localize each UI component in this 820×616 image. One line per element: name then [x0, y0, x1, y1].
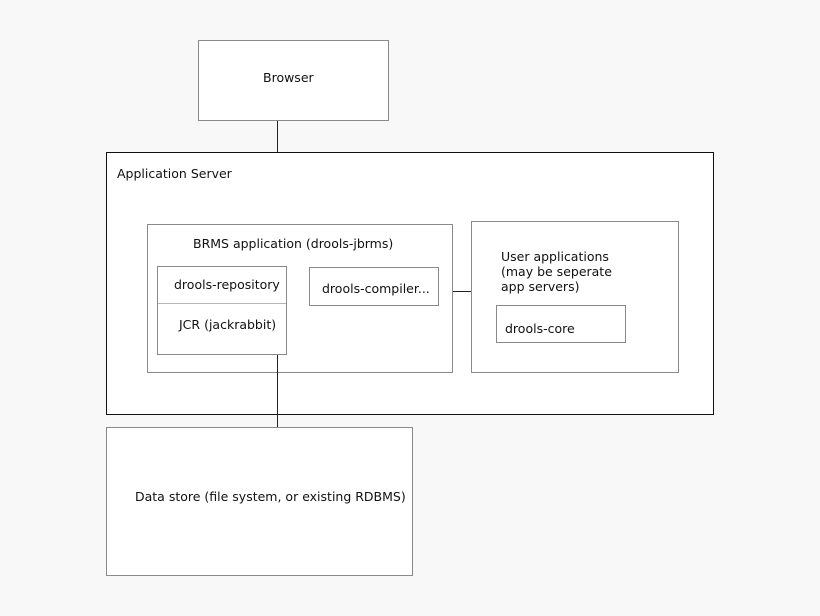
browser-box [198, 40, 389, 121]
repository-jcr-divider [158, 303, 286, 304]
brms-application-label: BRMS application (drools-jbrms) [193, 236, 394, 251]
connector-jcr-datastore [277, 355, 278, 428]
data-store-box [106, 427, 413, 576]
drools-core-label: drools-core [505, 321, 575, 336]
browser-label: Browser [263, 70, 314, 85]
data-store-label: Data store (file system, or existing RDB… [135, 489, 406, 504]
drools-repository-box [157, 266, 287, 355]
connector-browser-appserver [277, 121, 278, 152]
drools-compiler-label: drools-compiler... [322, 281, 430, 296]
user-applications-label-line1: User applications [501, 249, 609, 264]
user-applications-label-line3: app servers) [501, 279, 580, 294]
drools-compiler-box [309, 267, 439, 306]
jcr-label: JCR (jackrabbit) [179, 317, 277, 332]
user-applications-label-line2: (may be seperate [501, 264, 612, 279]
application-server-label: Application Server [117, 166, 232, 181]
drools-repository-label: drools-repository [174, 277, 280, 292]
connector-brms-userapps [453, 291, 472, 292]
drools-core-box [496, 305, 626, 343]
user-applications-box [471, 221, 679, 373]
